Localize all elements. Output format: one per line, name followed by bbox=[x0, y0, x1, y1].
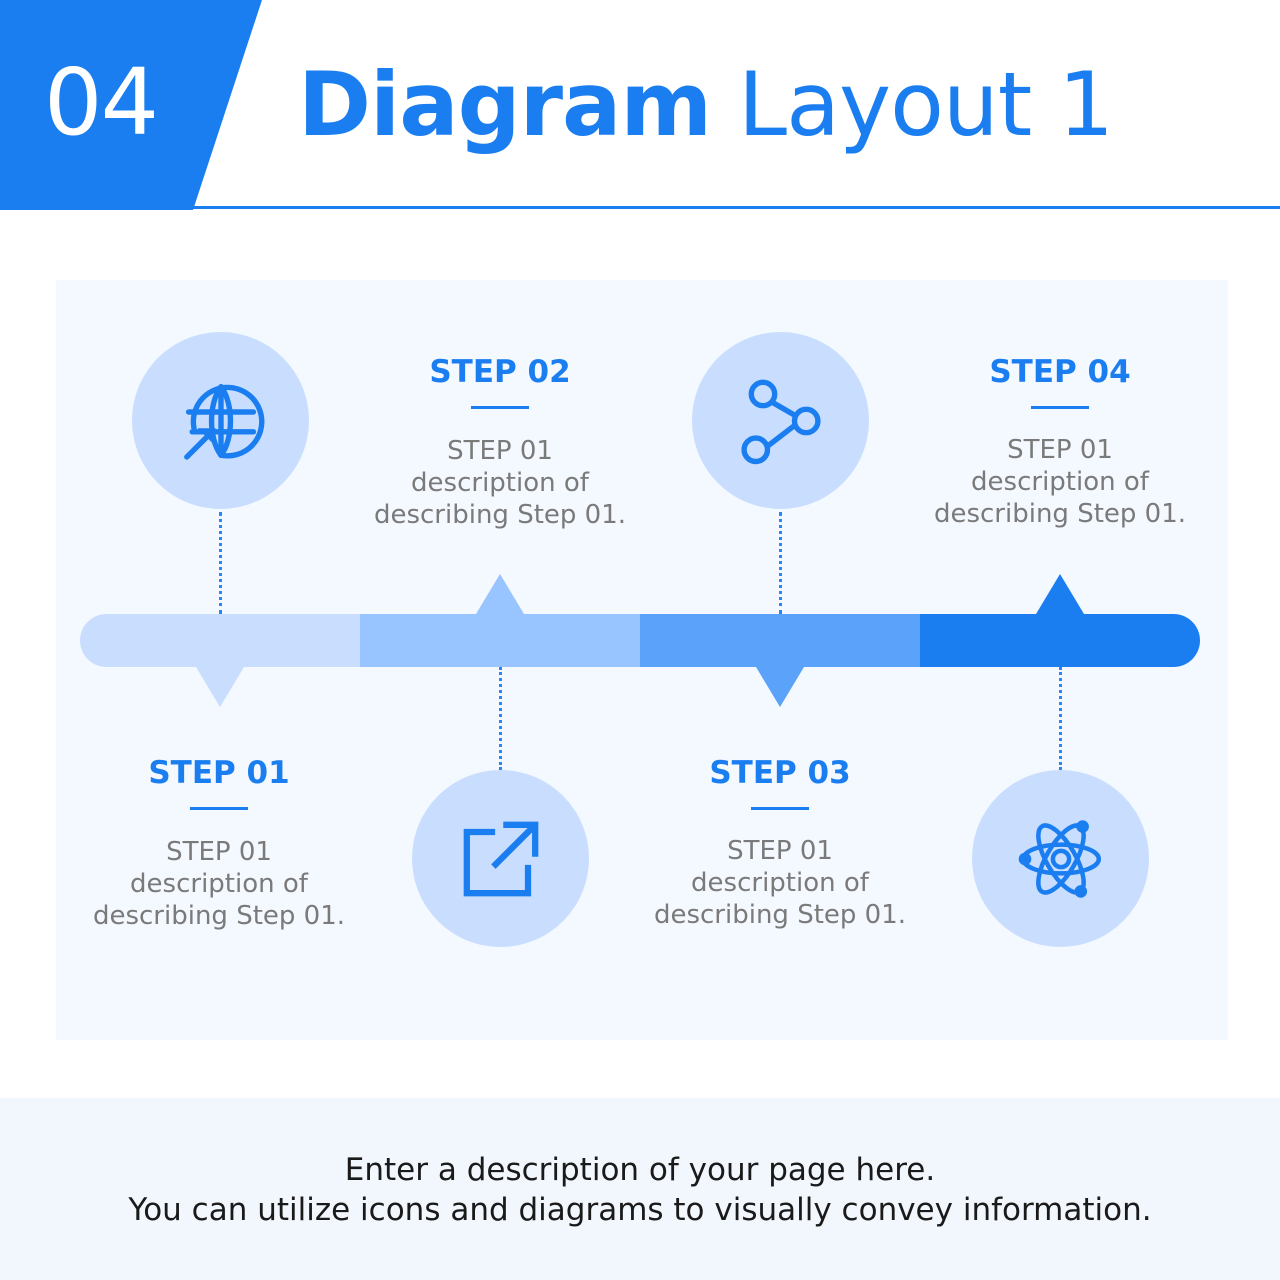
step-1-desc-line-2: description of bbox=[130, 869, 308, 899]
step-2-desc-line-2: description of bbox=[411, 468, 589, 498]
step-3-desc-line-3: describing Step 01. bbox=[653, 900, 907, 930]
header: 04 Diagram Layout 1 bbox=[0, 0, 1280, 212]
page-title: Diagram Layout 1 bbox=[298, 50, 1114, 160]
page-title-light: Layout 1 bbox=[738, 53, 1114, 156]
step-2-icon-circle bbox=[412, 770, 589, 947]
step-3-icon-circle bbox=[692, 332, 869, 509]
step-4-desc-line-2: description of bbox=[971, 467, 1149, 497]
section-number: 04 bbox=[44, 49, 159, 156]
footer bbox=[0, 1098, 1280, 1280]
connector-3 bbox=[779, 512, 782, 614]
page-title-bold: Diagram bbox=[298, 53, 712, 156]
step-1-description: STEP 01 description of describing Step 0… bbox=[79, 836, 359, 932]
timeline-segment-4 bbox=[920, 614, 1200, 667]
timeline-segment-2 bbox=[360, 614, 640, 667]
header-divider bbox=[193, 206, 1280, 209]
step-4-desc-line-1: STEP 01 bbox=[1007, 435, 1113, 465]
step-4-underline bbox=[1031, 406, 1089, 409]
connector-4 bbox=[1059, 667, 1062, 770]
step-3-description: STEP 01 description of describing Step 0… bbox=[640, 835, 920, 931]
timeline-segment-1 bbox=[80, 614, 360, 667]
atom-icon bbox=[1018, 819, 1101, 898]
step-3-desc-line-2: description of bbox=[691, 868, 869, 898]
timeline-pointer-3 bbox=[756, 667, 804, 707]
timeline-pointer-4 bbox=[1036, 574, 1084, 614]
step-2-underline bbox=[471, 406, 529, 409]
timeline-segment-3 bbox=[640, 614, 920, 667]
step-2-title: STEP 02 bbox=[429, 354, 571, 390]
step-1-desc-line-3: describing Step 01. bbox=[92, 901, 346, 931]
step-4-title: STEP 04 bbox=[989, 354, 1131, 390]
step-1-desc-line-1: STEP 01 bbox=[166, 837, 272, 867]
step-4-description: STEP 01 description of describing Step 0… bbox=[920, 434, 1200, 530]
connector-1 bbox=[219, 512, 222, 614]
globe-cursor-icon bbox=[183, 383, 264, 460]
step-1-underline bbox=[190, 807, 248, 810]
footer-description: Enter a description of your page here. Y… bbox=[0, 1150, 1280, 1230]
footer-line-2: You can utilize icons and diagrams to vi… bbox=[128, 1192, 1152, 1228]
step-1-title: STEP 01 bbox=[148, 755, 290, 791]
footer-line-1: Enter a description of your page here. bbox=[344, 1152, 936, 1188]
step-3-underline bbox=[751, 807, 809, 810]
step-4-icon-circle bbox=[972, 770, 1149, 947]
step-2-desc-line-3: describing Step 01. bbox=[373, 500, 627, 530]
step-2-desc-line-1: STEP 01 bbox=[447, 436, 553, 466]
step-4-desc-line-3: describing Step 01. bbox=[933, 499, 1187, 529]
step-2-description: STEP 01 description of describing Step 0… bbox=[360, 435, 640, 531]
timeline-pointer-2 bbox=[476, 574, 524, 614]
step-3-desc-line-1: STEP 01 bbox=[727, 836, 833, 866]
external-link-icon bbox=[463, 821, 538, 896]
step-1-icon-circle bbox=[132, 332, 309, 509]
timeline-pointer-1 bbox=[196, 667, 244, 707]
step-3-title: STEP 03 bbox=[709, 755, 851, 791]
connector-2 bbox=[499, 667, 502, 770]
share-nodes-icon bbox=[740, 379, 821, 464]
